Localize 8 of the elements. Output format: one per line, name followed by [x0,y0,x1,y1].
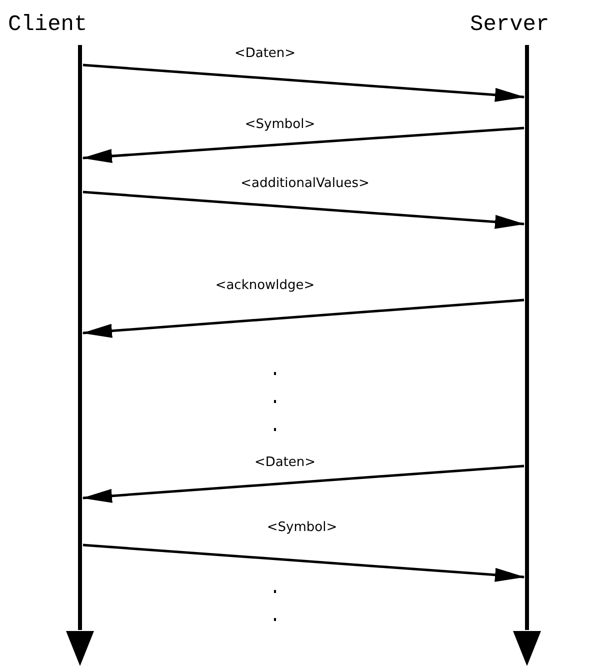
participant-label: Server [470,12,550,37]
message-arrow [82,126,524,164]
participant-label: Client [8,12,88,37]
message-arrow [82,190,525,229]
message-arrow [82,64,525,102]
message-arrow [82,298,524,338]
message-arrow [82,464,524,503]
message-arrow [82,544,525,582]
